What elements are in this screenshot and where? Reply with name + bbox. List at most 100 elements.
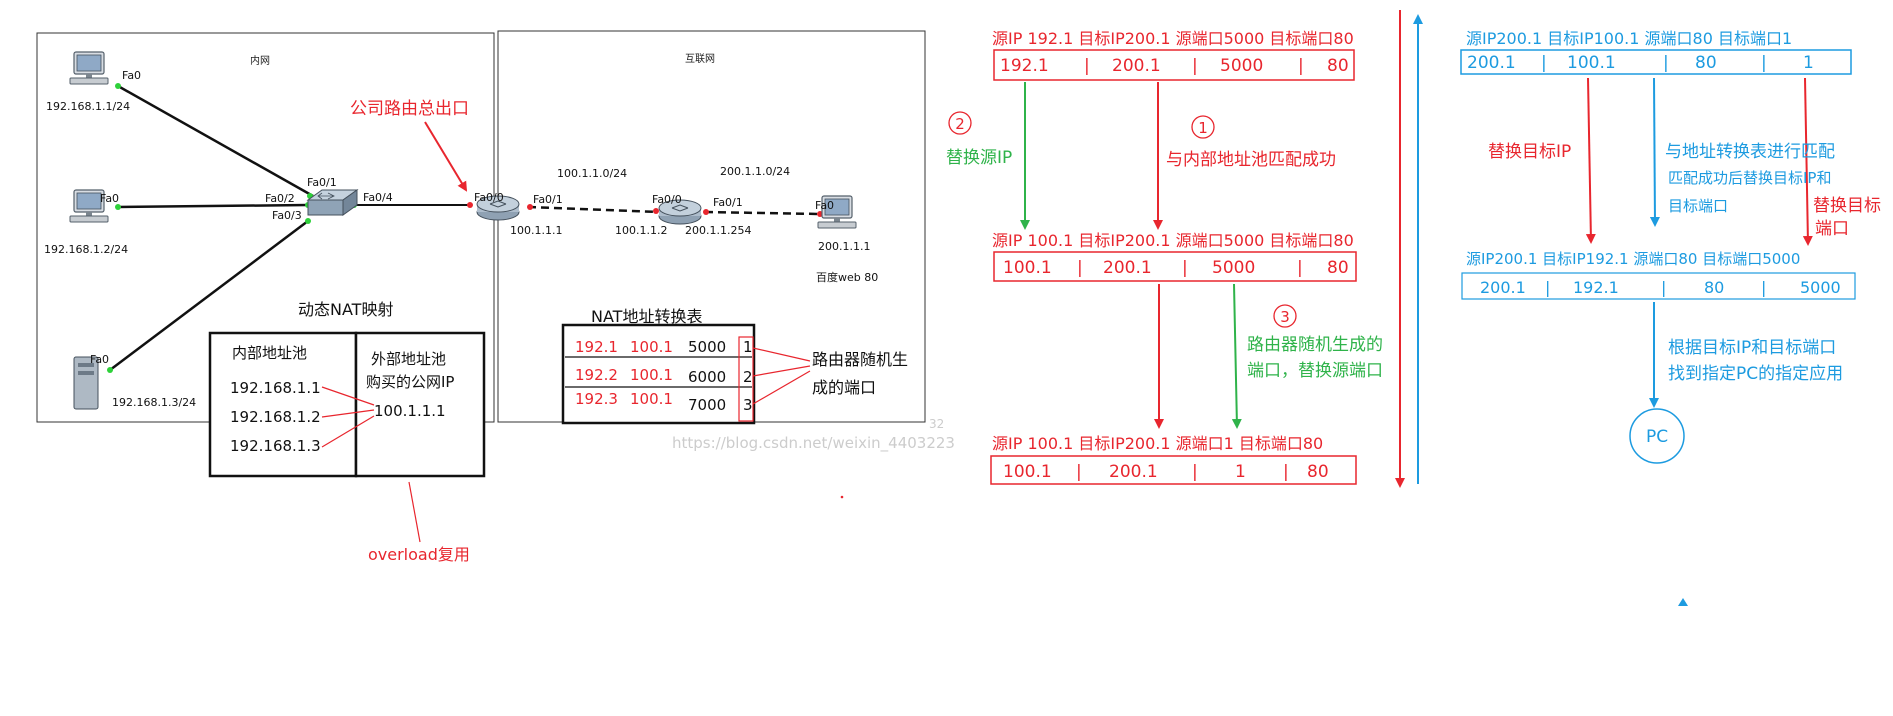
in-packet1-field-1: 200.1 xyxy=(1467,53,1516,73)
net1-label: 100.1.1.0/24 xyxy=(557,167,627,180)
out-packet2-box xyxy=(993,251,1357,282)
cable-r2-server xyxy=(704,210,821,216)
nat-table-box xyxy=(561,323,756,425)
nat-row-3-inner: 192.3 xyxy=(575,390,618,408)
svg-text:|: | xyxy=(1283,462,1289,482)
svg-text:3: 3 xyxy=(1280,308,1290,326)
r2-ip1: 100.1.1.2 xyxy=(615,224,667,237)
nat-row-3-nat-port: 3 xyxy=(743,396,753,414)
out-packet1-box xyxy=(993,49,1355,81)
nat-row-3-outer: 100.1 xyxy=(630,390,673,408)
switch-port-1: Fa0/1 xyxy=(307,176,337,189)
random-port-note-2: 成的端口 xyxy=(812,378,876,397)
outer-pool-subtitle: 购买的公网IP xyxy=(366,373,454,391)
inner-pool-ip-3: 192.168.1.3 xyxy=(230,437,321,455)
in-packet2-field-3: 80 xyxy=(1704,278,1724,297)
out-packet2-field-3: 5000 xyxy=(1212,258,1255,278)
step2-text: 替换源IP xyxy=(946,148,1012,168)
out-packet3-field-3: 1 xyxy=(1235,462,1246,482)
server-port: Fa0 xyxy=(815,199,834,212)
inner-pool-ip-2: 192.168.1.2 xyxy=(230,408,321,426)
in-packet2-box xyxy=(1461,272,1856,300)
svg-text:|: | xyxy=(1663,53,1669,73)
nat-table-title: NAT地址转换表 xyxy=(591,307,702,326)
out-arrow-replace-src-port xyxy=(1231,283,1242,429)
svg-text:|: | xyxy=(1084,56,1090,76)
svg-text:|: | xyxy=(1761,278,1766,297)
company-exit-label: 公司路由总出口 xyxy=(350,99,469,119)
in-packet2-header: 源IP200.1 目标IP192.1 源端口80 目标端口5000 xyxy=(1466,250,1800,268)
out-packet1-header: 源IP 192.1 目标IP200.1 源端口5000 目标端口80 xyxy=(992,29,1354,48)
note-dst-port-2: 端口 xyxy=(1815,219,1849,239)
out-packet3-box xyxy=(990,455,1357,485)
r1-port-0: Fa0/0 xyxy=(474,191,504,204)
nat-row-1-nat-port: 1 xyxy=(743,338,753,356)
step1-text: 与内部地址池匹配成功 xyxy=(1166,150,1336,170)
svg-text:32: 32 xyxy=(929,417,944,431)
nat-row-1-port: 5000 xyxy=(688,338,726,356)
switch-port-3: Fa0/3 xyxy=(272,209,302,222)
pc1-ip: 192.168.1.1/24 xyxy=(46,100,130,113)
switch-port-4: Fa0/4 xyxy=(363,191,393,204)
note-replace-dst-ip: 替换目标IP xyxy=(1488,142,1571,162)
out-packet3-field-1: 100.1 xyxy=(1003,462,1052,482)
svg-text:|: | xyxy=(1545,278,1550,297)
in-packet2-field-1: 200.1 xyxy=(1480,278,1526,297)
in-packet1-field-3: 80 xyxy=(1695,53,1717,73)
in-packet2-field-2: 192.1 xyxy=(1573,278,1619,297)
svg-text:|: | xyxy=(1192,462,1198,482)
in-packet2-field-4: 5000 xyxy=(1800,278,1841,297)
svg-text:|: | xyxy=(1182,258,1188,278)
nat-row-2-port: 6000 xyxy=(688,368,726,386)
pc-label: PC xyxy=(1646,427,1668,447)
note-match-3: 目标端口 xyxy=(1668,197,1728,215)
r2-port-1: Fa0/1 xyxy=(713,196,743,209)
map-line-2 xyxy=(321,409,375,418)
dynamic-nat-title: 动态NAT映射 xyxy=(298,300,393,319)
map-line-3 xyxy=(321,415,375,448)
nat-row-1-inner: 192.1 xyxy=(575,338,618,356)
r1-port-1: Fa0/1 xyxy=(533,193,563,206)
out-packet3-field-2: 200.1 xyxy=(1109,462,1158,482)
in-packet1-field-2: 100.1 xyxy=(1567,53,1616,73)
random-port-note-1: 路由器随机生 xyxy=(812,350,908,369)
out-packet2-header: 源IP 100.1 目标IP200.1 源端口5000 目标端口80 xyxy=(992,231,1354,250)
server-ip: 200.1.1.1 xyxy=(818,240,870,253)
inner-pool-ip-1: 192.168.1.1 xyxy=(230,379,321,397)
svg-text:|: | xyxy=(1661,278,1666,297)
nat-row-3-port: 7000 xyxy=(688,396,726,414)
overload-pointer xyxy=(408,481,421,543)
pc3-tower-icon xyxy=(73,356,99,410)
in-arrow-replace-dst-ip xyxy=(1585,77,1596,244)
svg-text:1: 1 xyxy=(1198,119,1208,137)
watermark: https://blog.csdn.net/weixin_4403223 xyxy=(672,434,955,453)
nat-row-2-nat-port: 2 xyxy=(743,368,753,386)
server-desc: 百度web 80 xyxy=(816,270,878,284)
company-exit-arrow xyxy=(424,121,468,192)
svg-text:|: | xyxy=(1298,56,1304,76)
out-packet1-field-4: 80 xyxy=(1327,56,1349,76)
inner-pool-title: 内部地址池 xyxy=(232,344,307,362)
outer-pool-ip: 100.1.1.1 xyxy=(374,402,446,420)
note-match-2: 匹配成功后替换目标IP和 xyxy=(1668,169,1831,187)
r2-port-0: Fa0/0 xyxy=(652,193,682,206)
pc-circle xyxy=(1629,408,1685,464)
nat-row-1-outer: 100.1 xyxy=(630,338,673,356)
cable-pc2-switch xyxy=(117,203,309,209)
cable-pc1-switch xyxy=(117,84,314,198)
net2-label: 200.1.1.0/24 xyxy=(720,165,790,178)
map-line-1 xyxy=(321,386,375,406)
note-dst-port-1: 替换目标 xyxy=(1813,196,1881,216)
out-packet3-header: 源IP 100.1 目标IP200.1 源端口1 目标端口80 xyxy=(992,434,1323,453)
in-packet1-box xyxy=(1460,49,1852,75)
nat-row-2-inner: 192.2 xyxy=(575,366,618,384)
outer-pool-box xyxy=(354,331,486,478)
lan-title: 内网 xyxy=(250,54,270,67)
switch-icon xyxy=(306,189,359,216)
pc3-port: Fa0 xyxy=(90,353,109,366)
svg-text:2: 2 xyxy=(955,115,965,133)
out-packet2-field-1: 100.1 xyxy=(1003,258,1052,278)
switch-port-2: Fa0/2 xyxy=(265,192,295,205)
pc2-ip: 192.168.1.2/24 xyxy=(44,243,128,256)
